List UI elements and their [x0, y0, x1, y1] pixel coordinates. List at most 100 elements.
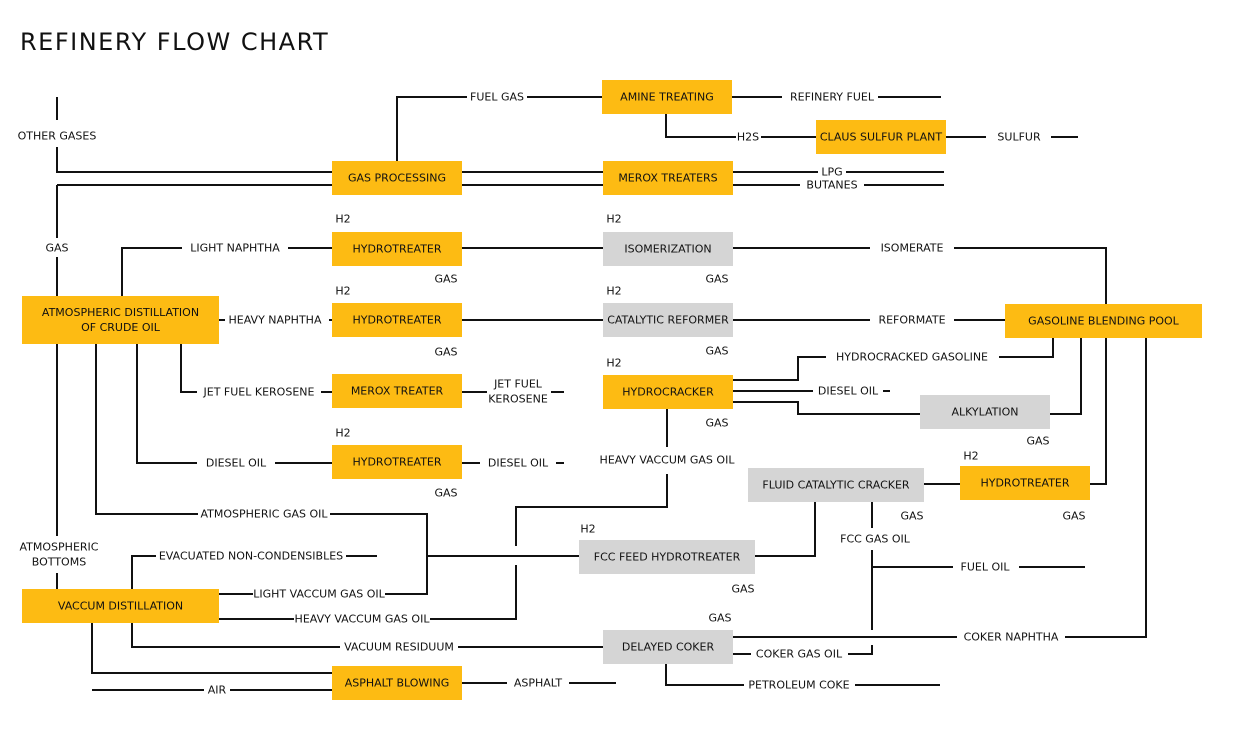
node-box: [332, 374, 462, 408]
connector-line: [954, 247, 1107, 304]
flow-label-gas-ht4: GAS: [1062, 510, 1085, 523]
node-box: [22, 296, 219, 344]
flow-label-h2-fccfeed: H2: [580, 523, 595, 536]
node-label: ASPHALT BLOWING: [345, 677, 450, 690]
node-box: [603, 375, 733, 409]
connector-line: [755, 502, 816, 557]
flow-label-reformate: REFORMATE: [878, 314, 945, 327]
flow-label-diesel-out: DIESEL OIL: [488, 457, 549, 470]
node-label: FLUID CATALYTIC CRACKER: [762, 479, 909, 492]
node-label: MEROX TREATER: [351, 385, 444, 398]
node-label: ATMOSPHERIC DISTILLATION: [42, 306, 199, 319]
node-box: [332, 666, 462, 700]
node-label: HYDROTREATER: [352, 243, 441, 256]
node-label: CLAUS SULFUR PLANT: [820, 131, 943, 144]
connector-line: [430, 565, 517, 620]
flow-label-gas-alky: GAS: [1026, 435, 1049, 448]
flow-label-hvgo-bottom: HEAVY VACCUM GAS OIL: [295, 613, 431, 626]
process-node-fcc: FLUID CATALYTIC CRACKER: [748, 468, 924, 502]
flow-label-butanes: BUTANES: [806, 179, 857, 192]
node-box: [579, 540, 755, 574]
node-label: ALKYLATION: [951, 406, 1018, 419]
flow-label-gas-coker: GAS: [708, 612, 731, 625]
flow-label-h2-hcr: H2: [606, 357, 621, 370]
flow-label-h2-iso: H2: [606, 213, 621, 226]
flow-label-gas-fcc: GAS: [900, 510, 923, 523]
connector-line: [665, 664, 744, 686]
process-node-reformer: CATALYTIC REFORMER: [603, 303, 733, 337]
node-label: GAS PROCESSING: [348, 172, 446, 185]
node-box: [332, 161, 462, 195]
node-label: FCC FEED HYDROTREATER: [594, 551, 741, 564]
flow-label-isomerate: ISOMERATE: [881, 242, 944, 255]
flow-label-pet-coke: PETROLEUM COKE: [748, 679, 849, 692]
flow-label-hvgo-top: HEAVY VACCUM GAS OIL: [600, 454, 736, 467]
node-label: GASOLINE BLENDING POOL: [1028, 315, 1180, 328]
flow-label-lvgo: LIGHT VACCUM GAS OIL: [253, 588, 385, 601]
connector-line: [733, 401, 920, 415]
node-box: [332, 303, 462, 337]
flow-label-h2-ht4: H2: [963, 450, 978, 463]
flow-label-coker-naphtha: COKER NAPHTHA: [964, 631, 1059, 644]
node-label: HYDROTREATER: [980, 477, 1069, 490]
connector-line: [1065, 338, 1147, 638]
node-box: [1005, 304, 1202, 338]
node-box: [603, 303, 733, 337]
flow-label-gas-fccfeed: GAS: [731, 583, 754, 596]
node-box: [602, 80, 732, 114]
connector-line: [91, 623, 332, 674]
flow-label-jet-fuel-kerosene: JET FUEL KEROSENE: [203, 386, 315, 399]
process-node-merox1: MEROX TREATERS: [603, 161, 733, 195]
flow-label-air: AIR: [208, 684, 227, 697]
connector-line: [515, 474, 668, 546]
node-label: DELAYED COKER: [622, 641, 715, 654]
node-box: [816, 120, 946, 154]
process-node-hcr: HYDROCRACKER: [603, 375, 733, 409]
process-node-amine: AMINE TREATING: [602, 80, 732, 114]
connector-line: [180, 344, 197, 393]
flow-label-atm-bottoms-1: ATMOSPHERIC: [20, 541, 99, 554]
connector-line: [131, 623, 340, 648]
flow-label-gas-left: GAS: [45, 242, 68, 255]
node-label: MEROX TREATERS: [618, 172, 717, 185]
page-title: REFINERY FLOW CHART: [20, 28, 330, 56]
connector-line: [733, 356, 826, 381]
connector-line: [396, 96, 467, 161]
connector-line: [136, 344, 197, 464]
connector-line: [999, 338, 1054, 358]
process-node-gbp: GASOLINE BLENDING POOL: [1005, 304, 1202, 338]
flow-label-hc-gasoline: HYDROCRACKED GASOLINE: [836, 351, 988, 364]
flow-label-atm-gas-oil: ATMOSPHERIC GAS OIL: [201, 508, 329, 521]
node-box: [332, 232, 462, 266]
node-label: CATALYTIC REFORMER: [607, 314, 729, 327]
flow-label-sulfur: SULFUR: [997, 131, 1041, 144]
flow-label-lpg: LPG: [821, 166, 842, 179]
flow-label-gas-ht3: GAS: [434, 487, 457, 500]
connector-line: [330, 513, 428, 595]
connector-line: [665, 114, 736, 138]
flow-label-gas-ref: GAS: [705, 345, 728, 358]
flow-label-gas-ht1: GAS: [434, 273, 457, 286]
connector-line: [95, 344, 198, 515]
node-box: [603, 161, 733, 195]
connector-line: [121, 247, 182, 296]
flow-label-refinery-fuel: REFINERY FUEL: [790, 91, 875, 104]
node-label: ISOMERIZATION: [624, 243, 711, 256]
node-label: OF CRUDE OIL: [81, 321, 161, 334]
flow-label-h2-ref: H2: [606, 285, 621, 298]
process-node-ads: ATMOSPHERIC DISTILLATION OF CRUDE OIL: [22, 296, 219, 344]
node-box: [960, 466, 1090, 500]
connector-line: [848, 645, 873, 655]
flow-label-h2-ht1: H2: [335, 213, 350, 226]
flow-label-gas-ht2: GAS: [434, 346, 457, 359]
flow-label-jet-fuel-out-1: JET FUEL: [493, 378, 543, 391]
flow-label-gas-iso: GAS: [705, 273, 728, 286]
flow-label-light-naphtha: LIGHT NAPHTHA: [190, 242, 280, 255]
process-node-coker: DELAYED COKER: [603, 630, 733, 664]
process-node-ht4: HYDROTREATER: [960, 466, 1090, 500]
flow-label-asphalt-out: ASPHALT: [514, 677, 563, 690]
process-node-ht3: HYDROTREATER: [332, 445, 462, 479]
connector-line: [56, 147, 332, 173]
